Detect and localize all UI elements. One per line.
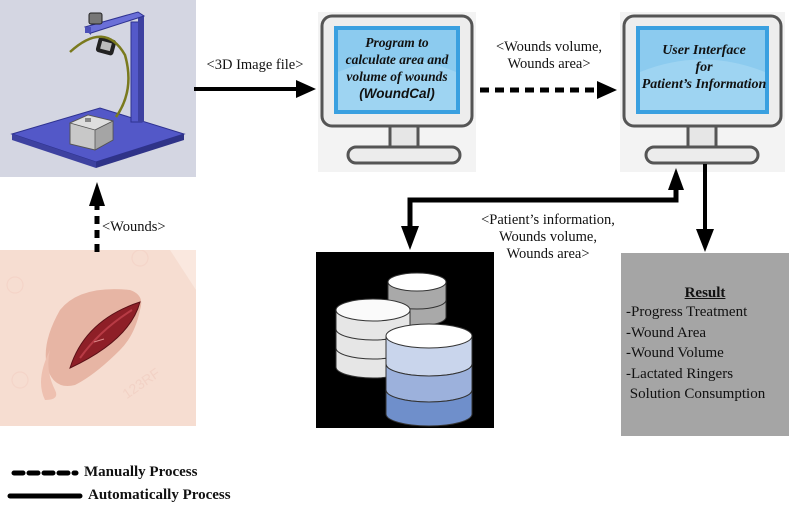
label-line: <Patient’s information, bbox=[481, 212, 615, 228]
result-panel: Result -Progress Treatment -Wound Area -… bbox=[621, 253, 789, 436]
label-line: <Wounds volume, bbox=[495, 39, 603, 55]
label-patient-db: <Patient’s information, Wounds volume, W… bbox=[468, 212, 628, 263]
result-item: -Wound Area bbox=[626, 324, 707, 341]
arrow-wounds bbox=[89, 182, 105, 252]
scanner-device-image bbox=[0, 0, 196, 177]
arrow-image-file bbox=[194, 80, 316, 98]
program-monitor: Program to calculate area and volume of … bbox=[318, 12, 476, 172]
arrow-wounds-data bbox=[480, 81, 617, 99]
ui-line-2: for bbox=[695, 60, 713, 75]
result-item: -Lactated Ringers bbox=[626, 365, 734, 382]
label-wounds: <Wounds> bbox=[102, 219, 166, 235]
database-image bbox=[316, 252, 494, 428]
program-line-2: calculate area and bbox=[345, 52, 449, 67]
monitor-frame-icon bbox=[622, 14, 783, 165]
label-wounds-data: <Wounds volume, Wounds area> bbox=[480, 39, 618, 73]
ui-line-1: User Interface bbox=[662, 43, 746, 58]
arrow-to-result bbox=[696, 164, 714, 252]
program-line-3: volume of wounds bbox=[346, 69, 448, 84]
result-title: Result bbox=[684, 285, 726, 301]
result-item: -Wound Volume bbox=[626, 345, 724, 361]
legend-automatic-label: Automatically Process bbox=[88, 487, 231, 503]
result-item: -Progress Treatment bbox=[626, 304, 748, 320]
legend-manual-label: Manually Process bbox=[84, 464, 198, 480]
label-line: Wounds area> bbox=[507, 56, 591, 72]
scanner-illustration bbox=[10, 11, 186, 168]
result-item: Solution Consumption bbox=[626, 386, 766, 402]
label-line: Wounds volume, bbox=[499, 229, 597, 245]
database-icon bbox=[335, 272, 473, 427]
arrow-patient-db bbox=[401, 168, 684, 250]
label-line: Wounds area> bbox=[506, 246, 590, 262]
ui-screen-text: User Interface for Patient’s Information bbox=[634, 42, 774, 93]
program-screen-text: Program to calculate area and volume of … bbox=[338, 34, 456, 102]
monitor-frame-icon bbox=[320, 14, 474, 165]
program-app-name: (WoundCal) bbox=[359, 86, 435, 101]
ui-monitor: User Interface for Patient’s Information bbox=[620, 12, 785, 172]
wound-illustration: 123RF bbox=[6, 250, 196, 402]
label-image-file: <3D Image file> bbox=[206, 57, 304, 73]
program-line-1: Program to bbox=[365, 35, 429, 50]
wound-image: 123RF bbox=[0, 250, 196, 426]
ui-line-3: Patient’s Information bbox=[641, 77, 767, 92]
